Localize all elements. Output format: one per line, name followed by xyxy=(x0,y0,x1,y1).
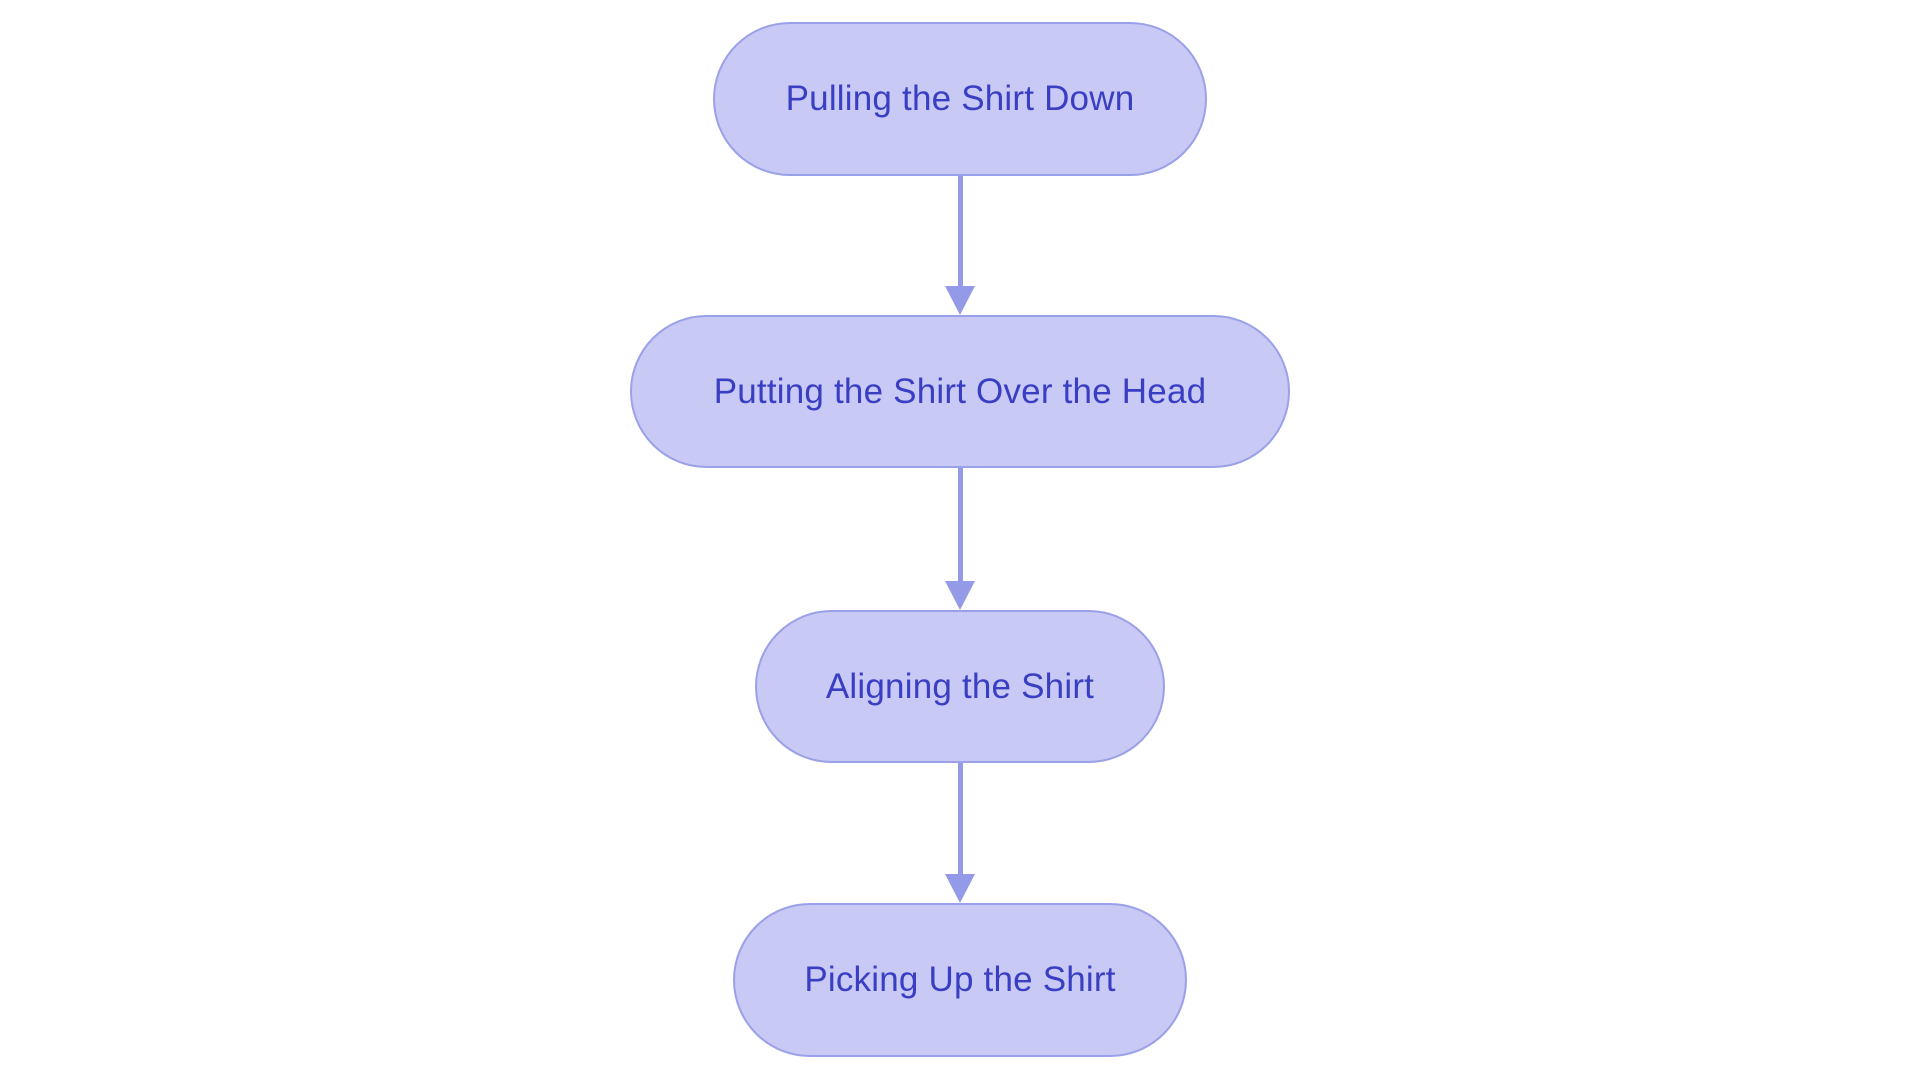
node-label: Picking Up the Shirt xyxy=(804,960,1116,999)
arrow-line xyxy=(957,763,963,876)
node-aligning-the-shirt: Aligning the Shirt xyxy=(755,610,1165,763)
arrow-line xyxy=(957,176,963,288)
node-label: Putting the Shirt Over the Head xyxy=(713,371,1207,411)
edge-arrow-1 xyxy=(945,176,975,315)
node-pulling-the-shirt-down: Pulling the Shirt Down xyxy=(713,22,1207,176)
arrow-down-icon xyxy=(945,874,975,903)
arrow-down-icon xyxy=(945,581,975,610)
edge-arrow-2 xyxy=(945,468,975,610)
node-label: Pulling the Shirt Down xyxy=(785,79,1135,118)
node-label: Aligning the Shirt xyxy=(825,666,1095,706)
node-putting-the-shirt-over-the-head: Putting the Shirt Over the Head xyxy=(630,315,1290,468)
arrow-line xyxy=(957,468,963,583)
arrow-down-icon xyxy=(945,286,975,315)
node-picking-up-the-shirt: Picking Up the Shirt xyxy=(733,903,1187,1057)
edge-arrow-3 xyxy=(945,763,975,903)
